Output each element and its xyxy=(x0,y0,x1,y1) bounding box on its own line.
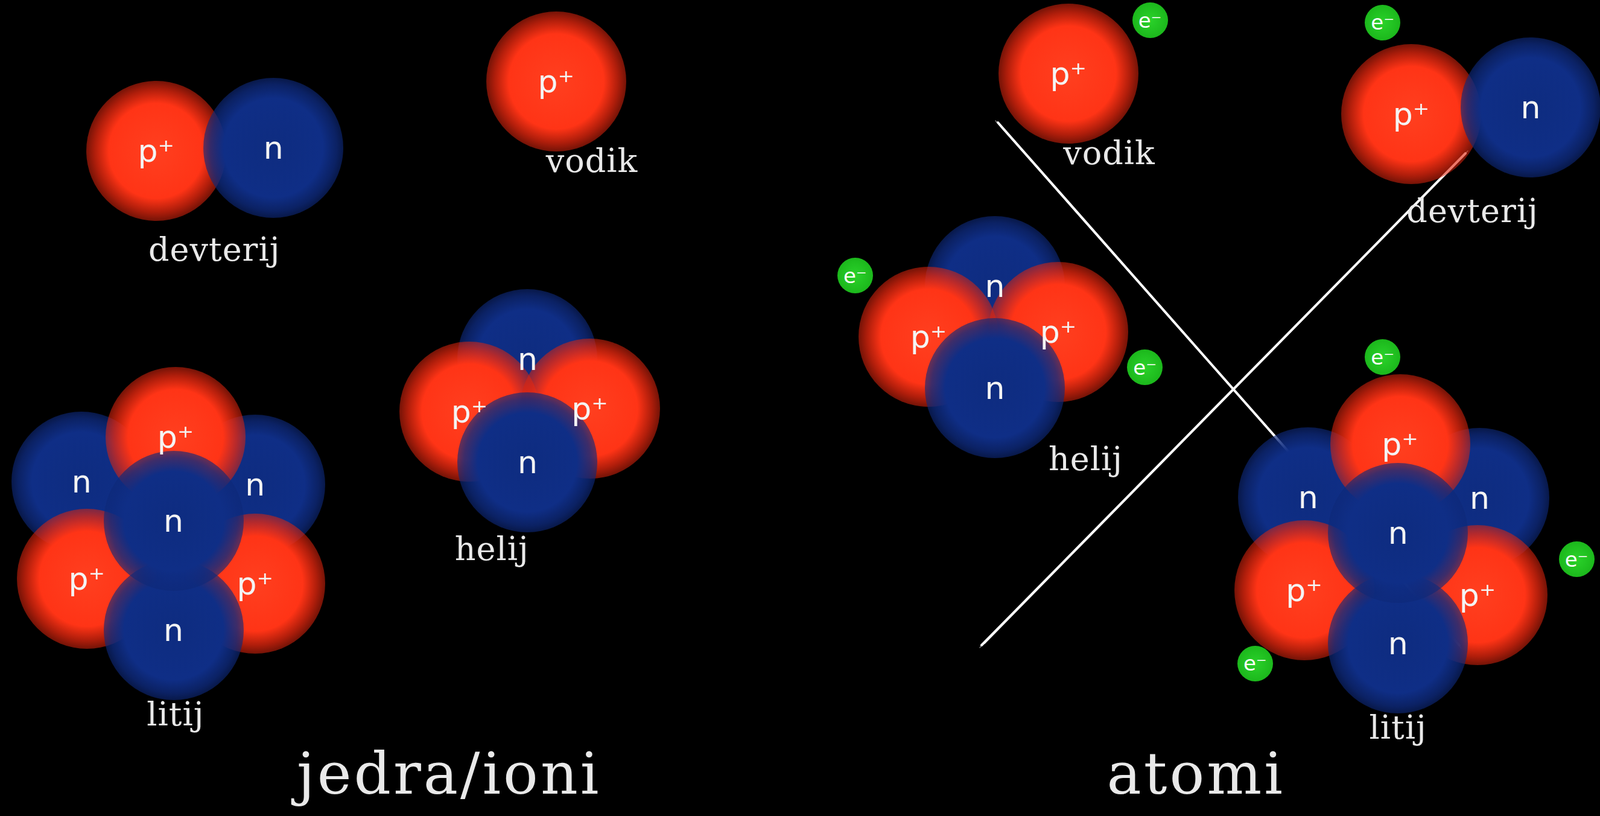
element-name: litij xyxy=(1368,711,1427,744)
particle-symbol: p⁺ xyxy=(571,392,608,425)
particle-symbol: p⁺ xyxy=(157,421,194,453)
particle-symbol: n xyxy=(985,270,1006,302)
particle-symbol: n xyxy=(1469,482,1490,514)
particle-symbol: n xyxy=(163,504,184,537)
particle-symbol: n xyxy=(71,465,92,498)
particle-symbol: p⁺ xyxy=(538,65,575,98)
electron-particle: e⁻ xyxy=(1364,4,1401,41)
element-name: helij xyxy=(454,532,530,566)
electron-particle: e⁻ xyxy=(1132,2,1169,39)
particle-symbol: n xyxy=(517,446,538,478)
electron-symbol: e⁻ xyxy=(1565,549,1589,570)
electron-symbol: e⁻ xyxy=(1243,652,1267,674)
electron-symbol: e⁻ xyxy=(1370,12,1395,33)
proton-particle: p⁺ xyxy=(486,11,627,152)
particle-symbol: p⁺ xyxy=(237,567,274,600)
particle-symbol: n xyxy=(517,343,538,375)
particle-symbol: p⁺ xyxy=(1459,579,1496,611)
element-name: devterij xyxy=(148,233,281,267)
element-name: devterij xyxy=(1406,194,1539,228)
particle-symbol: n xyxy=(1388,517,1409,549)
proton-particle: p⁺ xyxy=(1341,44,1482,185)
particle-symbol: p⁺ xyxy=(910,320,947,353)
particle-symbol: p⁺ xyxy=(1040,316,1077,348)
neutron-particle: n xyxy=(103,450,244,591)
particle-symbol: n xyxy=(244,468,265,501)
particle-symbol: n xyxy=(1520,91,1541,124)
electron-particle: e⁻ xyxy=(837,257,874,294)
element-name: helij xyxy=(1048,442,1123,476)
electron-symbol: e⁻ xyxy=(1133,357,1157,378)
section-title: atomi xyxy=(1107,744,1286,803)
electron-particle: e⁻ xyxy=(1364,339,1401,375)
particle-symbol: n xyxy=(1298,481,1319,513)
particle-symbol: p⁺ xyxy=(1050,57,1087,90)
neutron-particle: n xyxy=(203,77,344,218)
particle-symbol: n xyxy=(985,372,1006,404)
particle-symbol: n xyxy=(1388,627,1409,659)
proton-particle: p⁺ xyxy=(998,3,1139,144)
element-name: litij xyxy=(146,698,204,731)
particle-symbol: p⁺ xyxy=(138,135,175,167)
particle-symbol: p⁺ xyxy=(1285,574,1322,606)
electron-symbol: e⁻ xyxy=(1370,346,1395,368)
electron-symbol: e⁻ xyxy=(1138,10,1162,31)
particle-symbol: p⁺ xyxy=(451,395,488,428)
neutron-particle: n xyxy=(1460,37,1600,178)
electron-particle: e⁻ xyxy=(1237,645,1274,682)
section-title: jedra/ioni xyxy=(296,744,602,803)
element-name: vodik xyxy=(546,144,639,178)
neutron-particle: n xyxy=(1327,462,1468,603)
particle-symbol: p⁺ xyxy=(68,562,105,595)
particle-symbol: p⁺ xyxy=(1393,98,1430,130)
electron-particle: e⁻ xyxy=(1126,349,1163,385)
particle-symbol: n xyxy=(163,614,184,646)
particle-symbol: p⁺ xyxy=(1381,428,1418,460)
electron-symbol: e⁻ xyxy=(843,265,867,286)
particle-symbol: n xyxy=(263,132,284,164)
element-name: vodik xyxy=(1063,136,1156,170)
electron-particle: e⁻ xyxy=(1558,541,1595,577)
